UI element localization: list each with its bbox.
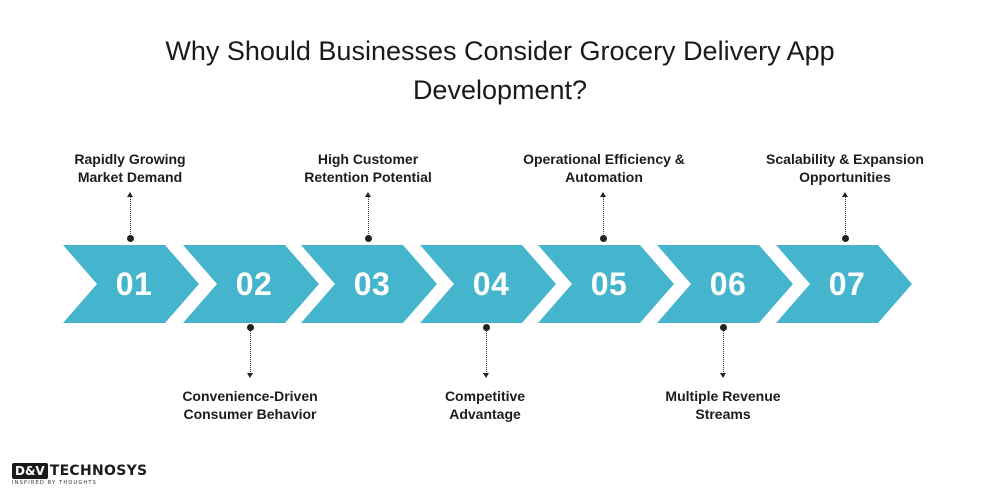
dotted-line: [723, 330, 724, 374]
step-number-01: 01: [115, 265, 153, 302]
step-connector-07: [841, 192, 851, 242]
step-number-03: 03: [353, 265, 391, 302]
dot-marker: [365, 235, 372, 242]
step-number-05: 05: [590, 265, 628, 302]
step-number-06: 06: [709, 265, 747, 302]
step-label-05-line-1: Operational Efficiency &: [523, 151, 685, 167]
dotted-line: [130, 196, 131, 236]
step-label-01-line-1: Rapidly Growing: [74, 151, 186, 167]
brand-logo: D&V TECHNOSYS INSPIRED BY THOUGHTS: [12, 463, 147, 489]
step-chevron-05: 05: [538, 245, 674, 323]
step-label-01-line-2: Market Demand: [77, 169, 183, 185]
step-label-07-line-1: Scalability & Expansion: [766, 151, 924, 167]
dotted-line: [603, 196, 604, 236]
step-label-06-line-2: Streams: [695, 406, 751, 422]
arrow-down-icon: [720, 373, 726, 378]
step-connector-02: [246, 324, 256, 378]
step-connector-01: [126, 192, 136, 242]
step-label-03-line-2: Retention Potential: [304, 169, 432, 185]
dot-marker: [842, 235, 849, 242]
step-chevron-02: 02: [183, 245, 319, 323]
step-chevron-06: 06: [657, 245, 793, 323]
step-chevron-07: 07: [776, 245, 912, 323]
step-label-06-line-1: Multiple Revenue: [665, 388, 781, 404]
step-label-07: Scalability & Expansion Opportunities: [745, 150, 945, 186]
arrow-down-icon: [483, 373, 489, 378]
step-connector-06: [719, 324, 729, 378]
arrow-up-icon: [365, 192, 371, 197]
step-label-03: High Customer Retention Potential: [283, 150, 453, 186]
step-label-04: Competitive Advantage: [400, 387, 570, 423]
dot-marker: [127, 235, 134, 242]
arrow-up-icon: [842, 192, 848, 197]
dot-marker: [720, 324, 727, 331]
step-number-04: 04: [472, 265, 510, 302]
step-label-04-line-2: Advantage: [449, 406, 521, 422]
step-chevron-03: 03: [301, 245, 437, 323]
dotted-line: [845, 196, 846, 236]
step-label-02-line-1: Convenience-Driven: [182, 388, 318, 404]
dot-marker: [247, 324, 254, 331]
logo-tagline: INSPIRED BY THOUGHTS: [12, 480, 98, 486]
step-label-01: Rapidly Growing Market Demand: [45, 150, 215, 186]
step-label-02: Convenience-Driven Consumer Behavior: [165, 387, 335, 423]
step-chevron-04: 04: [420, 245, 556, 323]
logo-mark: D&V: [12, 463, 48, 479]
page-title-line-2: Development?: [412, 75, 588, 105]
step-label-05: Operational Efficiency & Automation: [504, 150, 704, 186]
logo-wordmark: TECHNOSYS: [49, 463, 148, 479]
step-connector-03: [364, 192, 374, 242]
step-label-07-line-2: Opportunities: [799, 169, 891, 185]
step-label-02-line-2: Consumer Behavior: [183, 406, 317, 422]
step-number-07: 07: [828, 265, 866, 302]
step-label-03-line-1: High Customer: [317, 151, 419, 167]
dotted-line: [250, 330, 251, 374]
page-title: Why Should Businesses Consider Grocery D…: [0, 32, 1000, 110]
step-chevron-01: 01: [63, 245, 199, 323]
step-connector-05: [599, 192, 609, 242]
step-label-04-line-1: Competitive: [444, 388, 526, 404]
arrow-up-icon: [127, 192, 133, 197]
step-number-02: 02: [235, 265, 273, 302]
dotted-line: [368, 196, 369, 236]
step-label-05-line-2: Automation: [565, 169, 643, 185]
dotted-line: [486, 330, 487, 374]
step-connector-04: [482, 324, 492, 378]
arrow-up-icon: [600, 192, 606, 197]
arrow-down-icon: [247, 373, 253, 378]
dot-marker: [483, 324, 490, 331]
dot-marker: [600, 235, 607, 242]
page-title-line-1: Why Should Businesses Consider Grocery D…: [165, 36, 835, 66]
step-label-06: Multiple Revenue Streams: [638, 387, 808, 423]
